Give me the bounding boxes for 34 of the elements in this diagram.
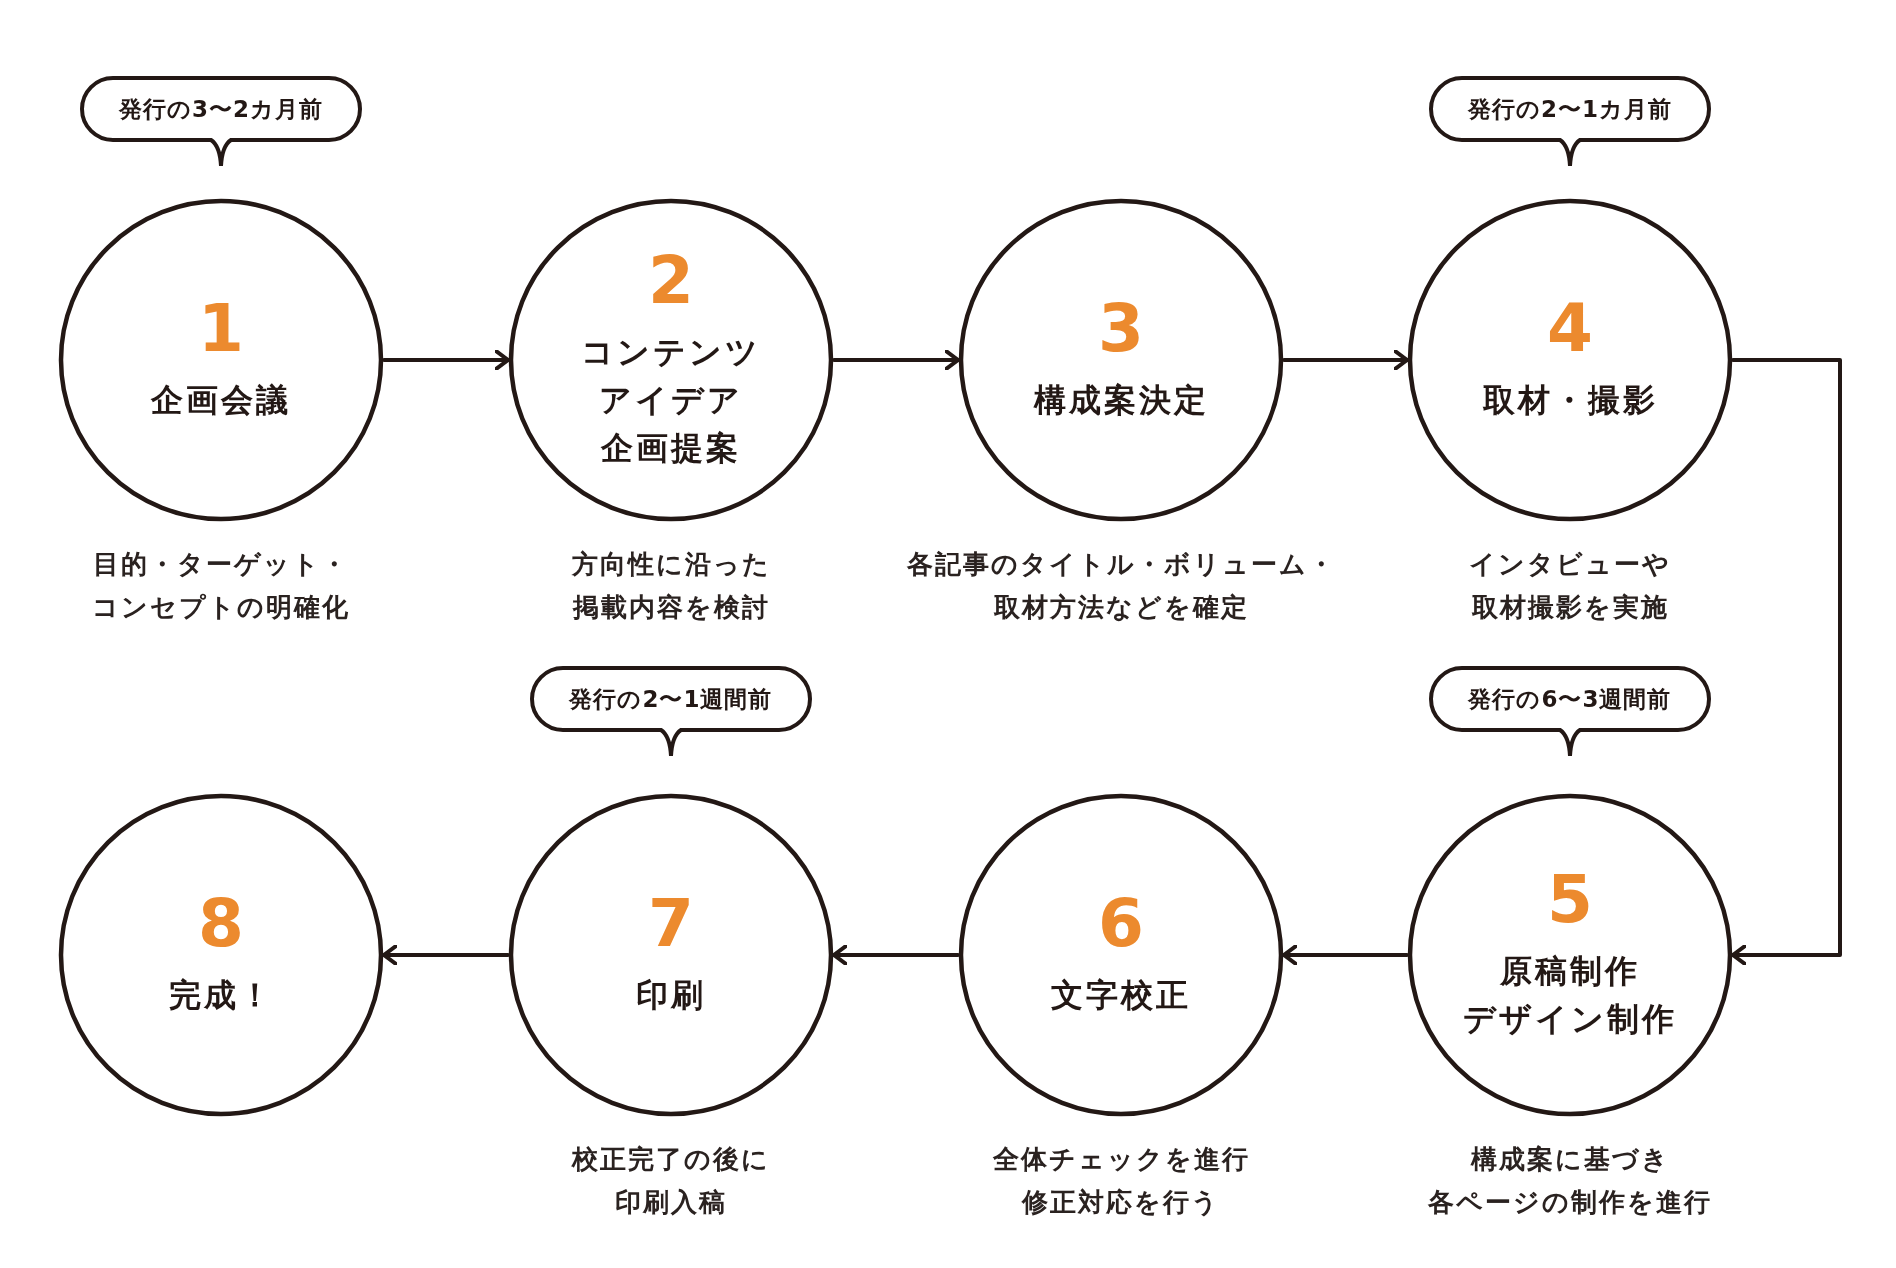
step-number: 6	[1098, 891, 1144, 957]
step-description: 校正完了の後に印刷入稿	[572, 1143, 770, 1219]
step-number: 4	[1547, 296, 1593, 362]
step-title: 原稿制作デザイン制作	[1463, 951, 1677, 1040]
step-title: 文字校正	[1051, 975, 1191, 1016]
step-description: インタビューや取材撮影を実施	[1469, 548, 1671, 624]
arrow	[382, 349, 510, 371]
arrow	[832, 944, 960, 966]
step-description: 方向性に沿った掲載内容を検討	[571, 548, 771, 624]
arrow	[1731, 358, 1842, 966]
step-title: 印刷	[636, 975, 706, 1016]
arrow	[832, 349, 960, 371]
step-description: 目的・ターゲット・コンセプトの明確化	[92, 548, 350, 624]
step-title: 企画会議	[151, 380, 291, 421]
timing-label: 発行の3〜2カ月前	[119, 94, 323, 124]
step-number: 8	[198, 891, 244, 957]
step-title: コンテンツアイデア企画提案	[581, 332, 761, 469]
arrow	[382, 944, 510, 966]
timing-label: 発行の2〜1週間前	[569, 684, 773, 714]
step-title: 構成案決定	[1033, 380, 1209, 421]
step-number: 5	[1547, 867, 1593, 933]
arrow	[1282, 944, 1409, 966]
step-title: 取材・撮影	[1482, 380, 1658, 421]
timing-label: 発行の6〜3週間前	[1468, 684, 1672, 714]
step-title: 完成！	[168, 975, 274, 1016]
arrow	[1282, 349, 1409, 371]
step-description: 各記事のタイトル・ボリューム・取材方法などを確定	[906, 548, 1336, 624]
step-number: 1	[198, 296, 244, 362]
step-number: 3	[1098, 296, 1144, 362]
step-number: 7	[648, 891, 694, 957]
timing-label: 発行の2〜1カ月前	[1468, 94, 1672, 124]
step-description: 全体チェックを進行修正対応を行う	[992, 1143, 1250, 1219]
step-description: 構成案に基づき各ページの制作を進行	[1428, 1143, 1712, 1219]
step-number: 2	[648, 248, 694, 314]
